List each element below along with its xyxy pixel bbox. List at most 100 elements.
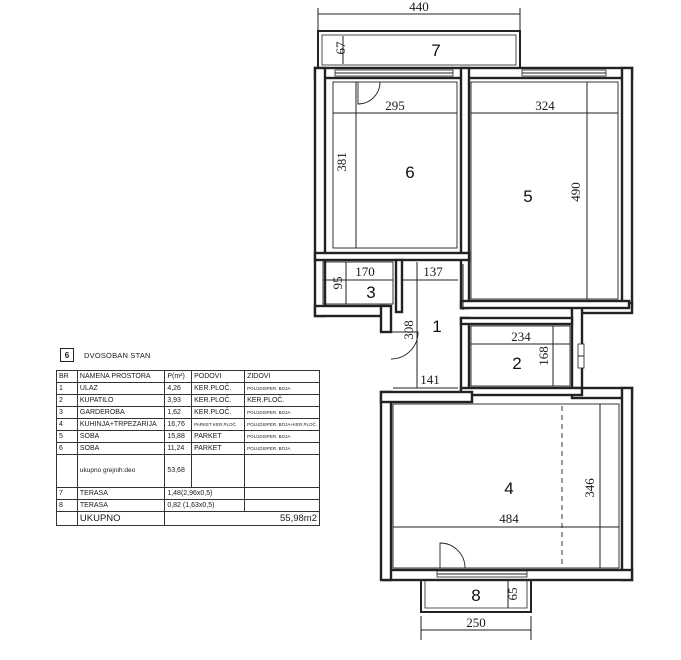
dim-250: 250 [466,615,486,630]
cell-walls: POLUDISPER. BOJA [244,442,320,455]
room-4: 484 346 4 [392,403,620,569]
dim-67: 67 [333,41,348,55]
cell-empty [244,454,320,488]
dim-484: 484 [499,511,519,526]
room-1: 137 308 1 141 [390,262,464,389]
cell-name: GARDEROBA [76,406,166,419]
dim-381: 381 [334,152,349,172]
table-row: 8 TERASA 0,82 (1,63x0,5) [56,499,320,512]
cell-floor: PARKET KER.PLOČ. [191,418,246,431]
heated-label: ukupno grejnih:deo [76,454,166,488]
room-label-1: 1 [432,317,441,336]
dim-295: 295 [385,98,405,113]
terrace-7: 7 67 [317,30,521,70]
heated-area: 53,68 [164,454,193,488]
cell-empty [244,487,320,500]
room-6: 295 381 6 [332,81,458,249]
cell-name: SOBA [76,442,166,455]
col-header: BR [56,370,78,383]
table-header-row: BR NAMENA PROSTORA P(m²) PODOVI ZIDOVI [56,370,320,383]
cell-name: KUPATILO [76,394,166,407]
col-header: P(m²) [164,370,193,383]
col-header: ZIDOVI [244,370,320,383]
dim-overall-width: 440 [317,0,521,30]
cell-name: ULAZ [76,382,166,395]
unit-number: 6 [60,348,74,362]
cell-br: 3 [56,406,78,419]
dim-168: 168 [536,346,551,366]
room-label-7: 7 [431,41,440,60]
cell-br: 8 [56,499,78,512]
dim-324: 324 [535,98,555,113]
room-2: 234 168 2 [470,325,585,387]
cell-area: 16,76 [164,418,193,431]
table-row: 5 SOBA 15,88 PARKET POLUDISPER. BOJA [56,430,320,443]
cell-area: 1,48(2,96x0,5) [164,487,246,500]
cell-walls: KER.PLOČ. [244,394,320,407]
room-3: 170 95 3 [322,261,394,305]
windows-top [334,69,607,77]
cell-br: 7 [56,487,78,500]
legend-table: 6 DVOSOBAN STAN BR NAMENA PROSTORA P(m²)… [56,346,320,526]
table-row: 3 GARDEROBA 1,62 KER.PLOČ. POLUDISPER. B… [56,406,320,419]
cell-area: 3,93 [164,394,193,407]
total-value: 55,98m2 [164,511,320,526]
cell-empty [56,511,78,526]
cell-name: TERASA [76,487,166,500]
cell-walls: POLUDISPER. BOJA [244,430,320,443]
terrace-8: 8 65 250 [420,570,532,640]
dim-490: 490 [568,182,583,202]
table-row: 4 KUHINJA+TRPEZARIJA 16,76 PARKET KER.PL… [56,418,320,431]
cell-empty [56,454,78,488]
cell-br: 6 [56,442,78,455]
cell-name: KUHINJA+TRPEZARIJA [76,418,166,431]
dim-65: 65 [505,588,520,601]
room-label-2: 2 [512,354,521,373]
cell-br: 2 [56,394,78,407]
room-label-8: 8 [471,586,480,605]
cell-floor: PARKET [191,430,246,443]
dim-308: 308 [401,320,416,340]
dim-346: 346 [582,478,597,498]
cell-area: 15,88 [164,430,193,443]
cell-walls: POLUDISPER. BOJA [244,406,320,419]
cell-empty [191,454,246,488]
room-5: 324 490 5 [470,81,619,300]
col-header: NAMENA PROSTORA [76,370,166,383]
cell-br: 1 [56,382,78,395]
dim-137: 137 [423,264,443,279]
dim-170: 170 [355,264,375,279]
cell-floor: PARKET [191,442,246,455]
cell-name: TERASA [76,499,166,512]
cell-floor: KER.PLOČ. [191,406,246,419]
heated-area-row: ukupno grejnih:deo 53,68 [56,454,320,488]
table-row: 6 SOBA 11,24 PARKET POLUDISPER. BOJA [56,442,320,455]
total-label: UKUPNO [76,511,166,526]
cell-br: 5 [56,430,78,443]
dim-95: 95 [330,277,345,290]
dim-234: 234 [511,329,531,344]
dim-440: 440 [409,0,429,14]
cell-floor: KER.PLOČ. [191,394,246,407]
cell-name: SOBA [76,430,166,443]
cell-floor: KER.PLOČ. [191,382,246,395]
legend-header: 6 DVOSOBAN STAN [56,346,320,364]
table-row: 7 TERASA 1,48(2,96x0,5) [56,487,320,500]
table-row: 1 ULAZ 4,26 KER.PLOČ. POLUDISPER. BOJA [56,382,320,395]
unit-title: DVOSOBAN STAN [84,350,151,360]
cell-area: 0,82 (1,63x0,5) [164,499,246,512]
cell-area: 11,24 [164,442,193,455]
room-label-3: 3 [366,283,375,302]
cell-area: 1,62 [164,406,193,419]
dim-141: 141 [420,372,440,387]
cell-area: 4,26 [164,382,193,395]
cell-walls: POLUDISPER. BOJA [244,382,320,395]
col-header: PODOVI [191,370,246,383]
room-label-4: 4 [504,479,513,498]
interior-walls [313,66,631,404]
cell-empty [244,499,320,512]
room-label-6: 6 [405,163,414,182]
room-label-5: 5 [523,187,532,206]
rooms-table: BR NAMENA PROSTORA P(m²) PODOVI ZIDOVI 1… [56,370,320,526]
